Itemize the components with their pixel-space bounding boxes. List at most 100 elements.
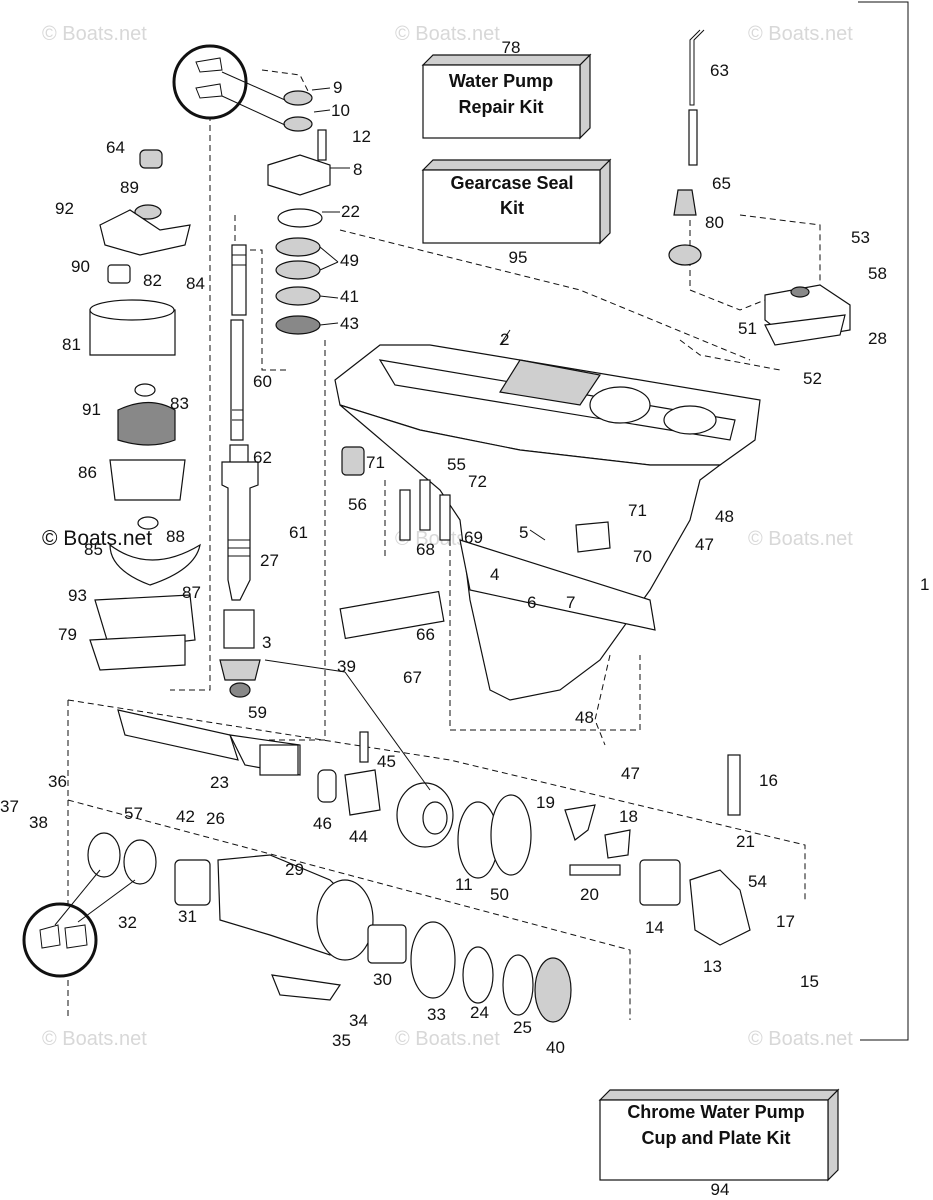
callout: 92: [55, 199, 74, 218]
callout: 31: [178, 907, 197, 926]
bearing-carrier[interactable]: [87, 832, 572, 1023]
callout: 52: [803, 369, 822, 388]
callouts: 1 2 3 4 5 6 7 8 9 10 11 12 13 14 15 16 1…: [0, 61, 929, 1057]
pinion-shaft[interactable]: [221, 444, 259, 601]
callout: 82: [143, 271, 162, 290]
callout: 6: [527, 593, 536, 612]
callout: 21: [736, 832, 755, 851]
callout: 93: [68, 586, 87, 605]
callout: 1: [920, 575, 929, 594]
callout: 71: [366, 453, 385, 472]
callout: 56: [348, 495, 367, 514]
kit-line2: Cup and Plate Kit: [641, 1128, 790, 1148]
callout: 60: [253, 372, 272, 391]
callout: 65: [712, 174, 731, 193]
drive-shaft[interactable]: [230, 244, 247, 441]
callout: 29: [285, 860, 304, 879]
callout: 23: [210, 773, 229, 792]
callout: 15: [800, 972, 819, 991]
callout: 69: [464, 528, 483, 547]
callout: 19: [536, 793, 555, 812]
detail-circle-top: [172, 44, 286, 126]
callout: 25: [513, 1018, 532, 1037]
leader-lines: [264, 87, 546, 791]
callout: 86: [78, 463, 97, 482]
callout: 53: [851, 228, 870, 247]
callout: 5: [519, 523, 528, 542]
callout: 70: [633, 547, 652, 566]
prop-shaft[interactable]: [117, 709, 381, 816]
callout: 40: [546, 1038, 565, 1057]
callout: 7: [566, 593, 575, 612]
callout: 83: [170, 394, 189, 413]
callout: 36: [48, 772, 67, 791]
pinion-gear[interactable]: [219, 609, 261, 698]
watermarks: © Boats.net © Boats.net © Boats.net © Bo…: [42, 23, 853, 1050]
callout: 84: [186, 274, 205, 293]
callout: 2: [500, 330, 509, 349]
callout: 89: [120, 178, 139, 197]
callout: 9: [333, 78, 342, 97]
callout: 59: [248, 703, 267, 722]
gearcase-housing[interactable]: [334, 344, 761, 701]
watermark: © Boats.net: [395, 1028, 500, 1050]
callout: 50: [490, 885, 509, 904]
callout: 55: [447, 455, 466, 474]
callout: 41: [340, 287, 359, 306]
kit-water-pump[interactable]: Water Pump Repair Kit 78: [421, 38, 592, 140]
callout: 45: [377, 752, 396, 771]
callout: 16: [759, 771, 778, 790]
callout: 26: [206, 809, 225, 828]
kit-number: 78: [502, 38, 521, 57]
callout: 85: [84, 540, 103, 559]
callout: 58: [868, 264, 887, 283]
callout: 46: [313, 814, 332, 833]
callout: 90: [71, 257, 90, 276]
callout: 48: [715, 507, 734, 526]
callout: 24: [470, 1003, 489, 1022]
callout: 47: [695, 535, 714, 554]
callout: 10: [331, 101, 350, 120]
callout: 87: [182, 583, 201, 602]
callout: 51: [738, 319, 757, 338]
kit-line2: Kit: [500, 198, 524, 218]
callout: 48: [575, 708, 594, 727]
assembly-bracket: [858, 1, 909, 1041]
callout: 18: [619, 807, 638, 826]
watermark: © Boats.net: [748, 528, 853, 550]
callout: 91: [82, 400, 101, 419]
kit-number: 95: [509, 248, 528, 267]
callout: 28: [868, 329, 887, 348]
callout: 4: [490, 565, 499, 584]
shift-components[interactable]: [339, 446, 751, 946]
callout: 8: [353, 160, 362, 179]
callout: 42: [176, 807, 195, 826]
callout: 80: [705, 213, 724, 232]
callout: 32: [118, 913, 137, 932]
forward-gear[interactable]: [396, 782, 532, 879]
watermark-dark: © Boats.net: [42, 527, 152, 550]
cover-plate[interactable]: [764, 284, 851, 346]
callout: 68: [416, 540, 435, 559]
watermark: © Boats.net: [42, 23, 147, 45]
shift-rod[interactable]: [668, 29, 705, 266]
callout: 3: [262, 633, 271, 652]
callout: 34: [349, 1011, 368, 1030]
callout: 13: [703, 957, 722, 976]
kit-line1: Chrome Water Pump: [627, 1102, 804, 1122]
watermark: © Boats.net: [395, 23, 500, 45]
callout: 44: [349, 827, 368, 846]
callout: 30: [373, 970, 392, 989]
kit-line1: Water Pump: [449, 71, 553, 91]
callout: 88: [166, 527, 185, 546]
callout: 20: [580, 885, 599, 904]
callout: 47: [621, 764, 640, 783]
kit-gearcase-seal[interactable]: Gearcase Seal Kit 95: [421, 158, 612, 267]
water-pump-parts[interactable]: [89, 149, 201, 671]
callout: 66: [416, 625, 435, 644]
kit-chrome-pump[interactable]: Chrome Water Pump Cup and Plate Kit 94: [598, 1088, 840, 1199]
callout: 79: [58, 625, 77, 644]
callout: 54: [748, 872, 767, 891]
top-seal-stack[interactable]: [267, 90, 331, 335]
